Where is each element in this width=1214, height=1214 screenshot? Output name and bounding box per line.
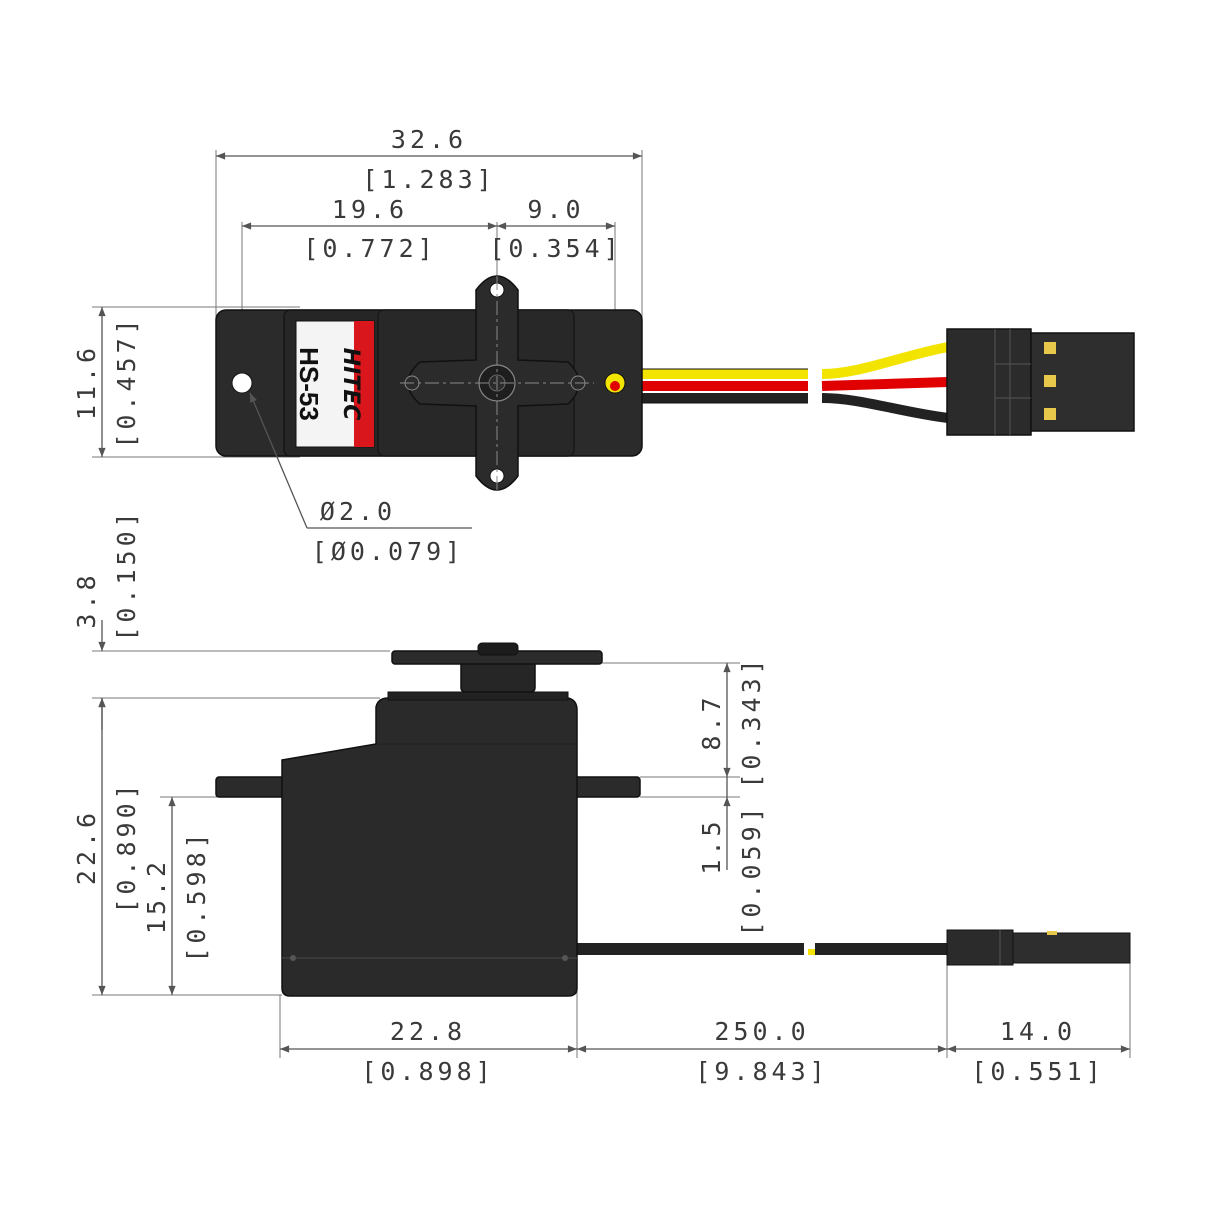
- dim-hole-to-shaft-mm: 19.6: [332, 195, 408, 224]
- dim-body-width-inch: [0.898]: [361, 1057, 494, 1086]
- servo-horn-top: [400, 275, 594, 492]
- dim-hole-to-shaft-inch: [0.772]: [303, 234, 436, 263]
- servo-connector-top: [946, 328, 1135, 436]
- hitec-label: HITEC HS-53: [294, 320, 375, 448]
- dim-shaft-to-hole-inch: [0.354]: [489, 234, 622, 263]
- dim-flange-thickness-inch: [0.059]: [737, 803, 766, 936]
- brand-logo: HITEC: [338, 348, 363, 421]
- servo-horn-side: [391, 642, 603, 693]
- dim-depth-inch: [0.457]: [112, 315, 141, 448]
- dim-depth-mm: 11.6: [72, 344, 101, 420]
- servo-cable-side: [577, 943, 947, 955]
- dim-top-to-flange-mm: 8.7: [697, 693, 726, 750]
- dim-body-width-mm: 22.8: [390, 1017, 466, 1046]
- top-view: 32.6 [1.283] 19.6 [0.772] 9.0 [0.354] 11…: [72, 125, 1135, 566]
- dim-flange-height-inch: [0.598]: [182, 829, 211, 962]
- dim-horn-height-inch: [0.150]: [112, 508, 141, 641]
- dim-connector-length-mm: 14.0: [1000, 1017, 1076, 1046]
- dim-horn-height-mm: 3.8: [72, 571, 101, 628]
- mount-hole-left: [231, 372, 253, 394]
- dim-cable-length-mm: 250.0: [714, 1017, 809, 1046]
- side-view: 3.8 [0.150] 22.6 [0.890] 15.2 [0.598] 8.…: [72, 508, 1131, 1086]
- dim-connector-length-inch: [0.551]: [971, 1057, 1104, 1086]
- dim-body-height-inch: [0.890]: [112, 780, 141, 913]
- dim-hole-diameter-inch: [Ø0.079]: [312, 537, 464, 566]
- dim-flange-thickness-mm: 1.5: [697, 817, 726, 874]
- servo-cable-top: [640, 342, 949, 423]
- dim-overall-width-mm: 32.6: [391, 125, 467, 154]
- dim-body-height-mm: 22.6: [72, 809, 101, 885]
- model-label: HS-53: [294, 347, 324, 421]
- dim-overall-width-inch: [1.283]: [362, 165, 495, 194]
- dim-hole-diameter-mm: Ø2.0: [320, 497, 396, 526]
- servo-connector-side: [946, 929, 1131, 966]
- dim-shaft-to-hole-mm: 9.0: [527, 195, 584, 224]
- dim-flange-height-mm: 15.2: [142, 858, 171, 934]
- dim-top-to-flange-inch: [0.343]: [737, 655, 766, 788]
- servo-body-side: [215, 691, 641, 997]
- dim-cable-length-inch: [9.843]: [695, 1057, 828, 1086]
